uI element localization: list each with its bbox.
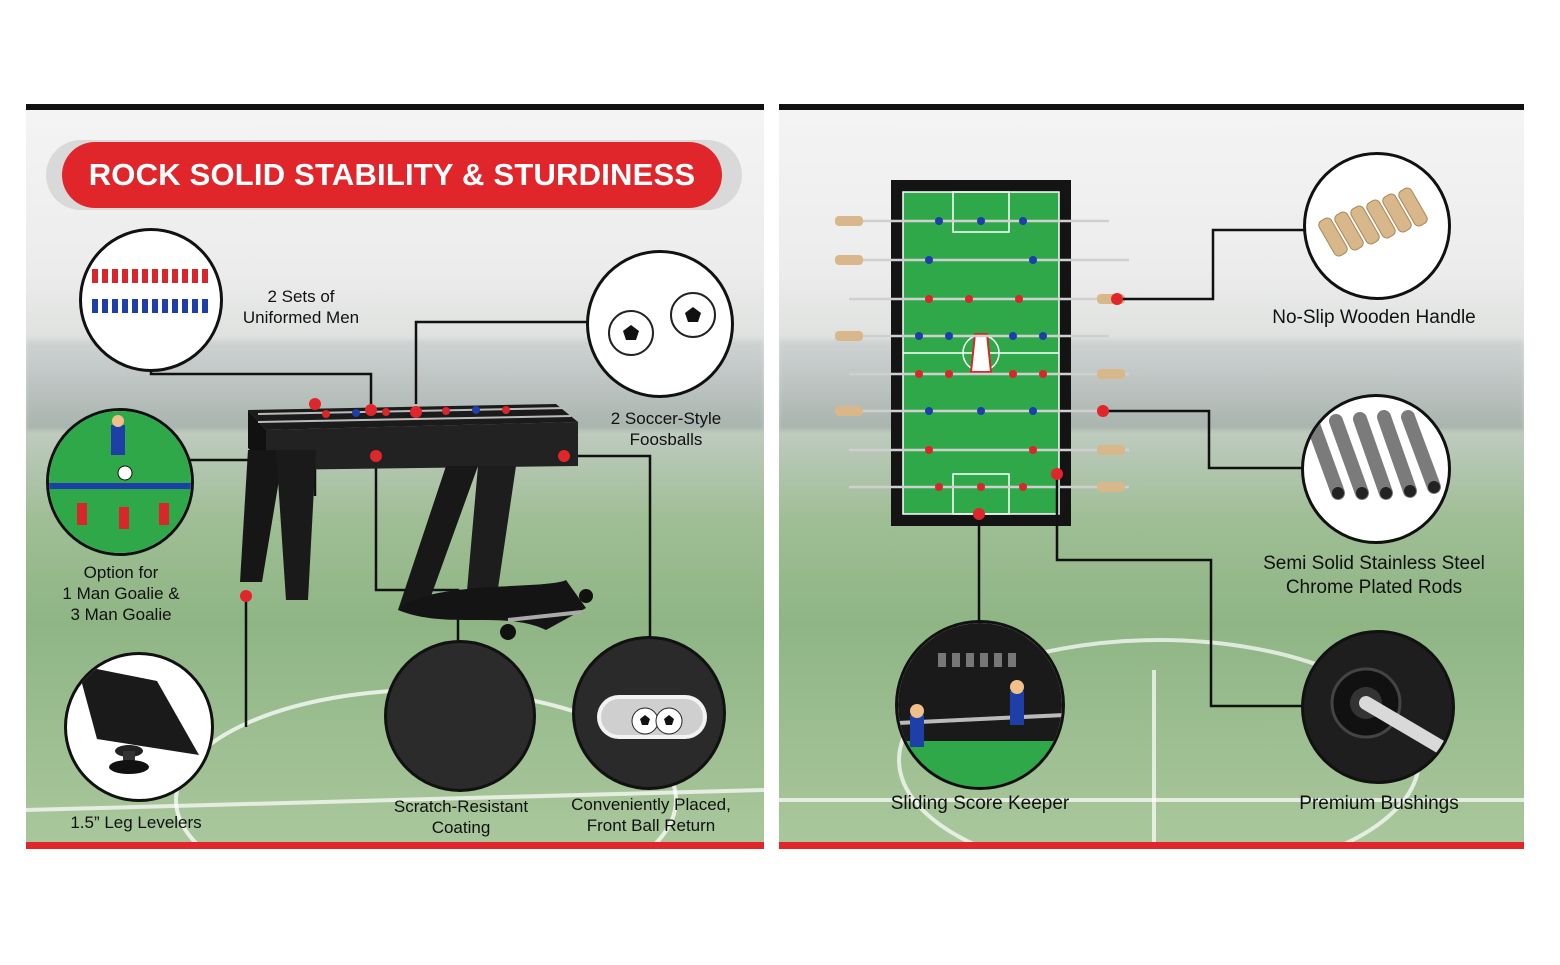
soccer-ball-icon: [608, 292, 716, 356]
goalie-option-photo: [46, 408, 194, 556]
title-banner: ROCK SOLID STABILITY & STURDINESS: [46, 140, 742, 210]
callout-dots: [973, 293, 1123, 520]
score-keeper-icon: [898, 623, 1062, 787]
title-banner-red: ROCK SOLID STABILITY & STURDINESS: [62, 142, 722, 208]
ball-return-icon: [597, 695, 707, 739]
foosball-table-illustration: [240, 404, 593, 640]
player-figures-icon: [90, 269, 214, 313]
goalie-option-label: Option for 1 Man Goalie & 3 Man Goalie: [62, 563, 180, 624]
bushings-label: Premium Bushings: [1299, 793, 1459, 814]
ball-return-label: Conveniently Placed, Front Ball Return: [571, 795, 731, 835]
uniformed-men-photo: [79, 228, 223, 372]
banner-title: ROCK SOLID STABILITY & STURDINESS: [88, 157, 696, 192]
wooden-handle-label: No-Slip Wooden Handle: [1272, 307, 1476, 328]
leg-leveler-photo: [64, 652, 214, 802]
left-feature-panel: ROCK SOLID STABILITY & STURDINESS: [26, 104, 764, 849]
score-keeper-label: Sliding Score Keeper: [890, 793, 1070, 814]
foosballs-label: 2 Soccer-Style Foosballs: [610, 409, 722, 449]
leg-levelers-label: 1.5” Leg Levelers: [70, 813, 202, 832]
uniformed-men-label: 2 Sets of Uniformed Men: [242, 287, 360, 327]
goalie-figures-icon: [49, 411, 191, 553]
wooden-handle-icon: [1318, 187, 1428, 257]
bushing-icon: [1330, 667, 1451, 756]
wooden-handle-photo: [1303, 152, 1451, 300]
score-keeper-photo: [895, 620, 1065, 790]
chrome-rods-icon: [1307, 410, 1441, 500]
leg-leveler-icon: [77, 665, 199, 774]
left-connector-lines: [149, 320, 652, 727]
right-feature-panel: No-Slip Wooden Handle Semi Solid Stainle…: [779, 104, 1524, 849]
bushings-photo: [1301, 630, 1455, 784]
chrome-rods-photo: [1301, 394, 1451, 544]
callout-dots: [240, 398, 570, 602]
scratch-resistant-coating-photo: [384, 640, 536, 792]
foosballs-photo: [586, 250, 734, 398]
foosball-table-top-view: [891, 180, 1071, 526]
coating-label: Scratch-Resistant Coating: [393, 797, 529, 837]
player-dots: [915, 217, 1047, 491]
right-connector-lines: [835, 180, 1309, 708]
ball-return-photo: [572, 636, 726, 790]
chrome-rods-label: Semi Solid Stainless Steel Chrome Plated…: [1263, 553, 1485, 598]
